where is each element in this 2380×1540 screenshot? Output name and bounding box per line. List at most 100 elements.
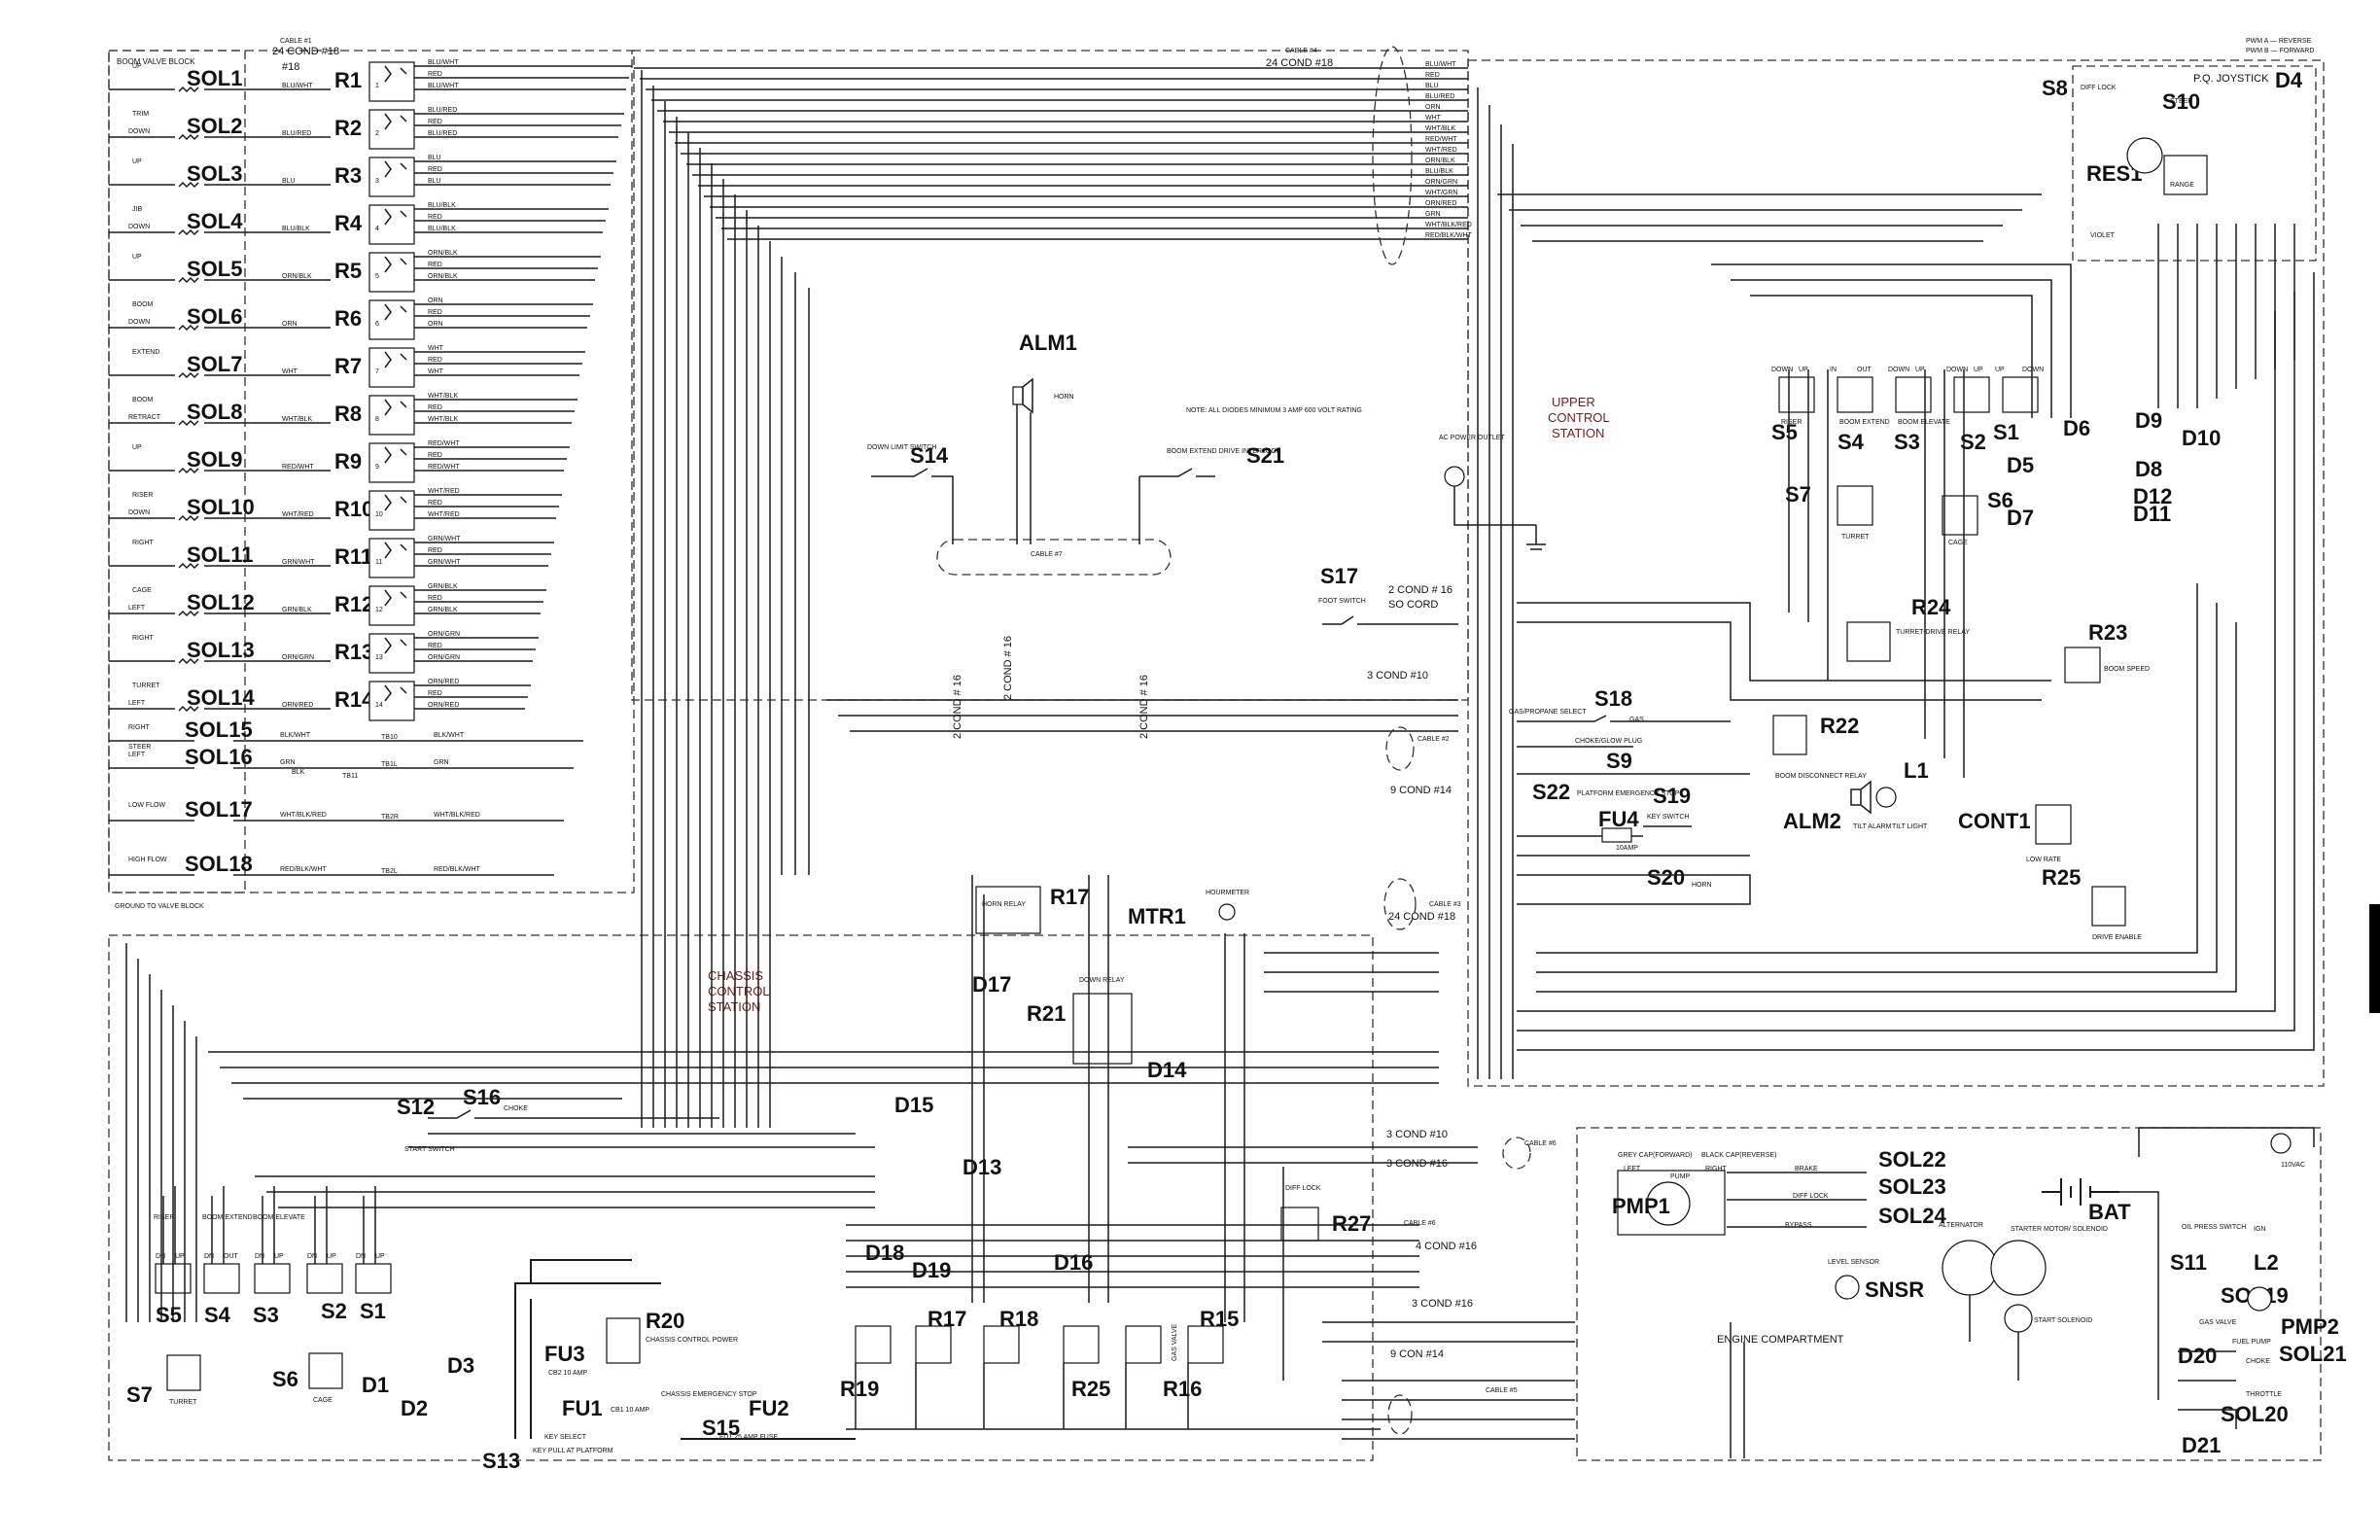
sol-out-wire: RED/BLK/WHT bbox=[434, 866, 481, 873]
relay-label: R13 bbox=[334, 640, 373, 664]
relay-box bbox=[368, 490, 415, 531]
r18-label: R18 bbox=[999, 1307, 1038, 1331]
sol-func-bottom: LEFT bbox=[128, 700, 146, 707]
res1-potentiometer bbox=[2126, 137, 2163, 174]
relay-label: R6 bbox=[334, 306, 362, 331]
turret-text-upper: TURRET bbox=[1841, 534, 1870, 541]
sol-out-wire: BLK/WHT bbox=[434, 732, 465, 739]
switch-name: BOOM ELEVATE bbox=[253, 1214, 305, 1221]
choke-text: CHOKE bbox=[504, 1105, 528, 1112]
cable2-oval bbox=[1385, 726, 1415, 771]
relay-out-wire: ORN/RED bbox=[428, 679, 459, 685]
switch-name: BOOM EXTEND bbox=[202, 1214, 253, 1221]
sol-func: HIGH FLOW bbox=[128, 857, 167, 863]
cable4-wire-label: BLU/RED bbox=[1425, 93, 1454, 100]
start-solenoid-text: START SOLENOID bbox=[2034, 1317, 2092, 1324]
switch-leads bbox=[262, 1186, 275, 1264]
relay-out-wire: BLU/WHT bbox=[428, 83, 459, 89]
sol-coil bbox=[109, 86, 253, 93]
sol-coil bbox=[109, 371, 253, 379]
edge-tab bbox=[2369, 904, 2380, 1013]
s17-switch bbox=[1322, 615, 1458, 625]
l2-label: L2 bbox=[2254, 1250, 2279, 1275]
alternator bbox=[1942, 1240, 1998, 1296]
s4u-label: S4 bbox=[1838, 430, 1865, 454]
cable4-wire-label: WHT/GRN bbox=[1425, 190, 1457, 196]
relay-box bbox=[368, 204, 415, 245]
relay-out-wire: RED bbox=[428, 643, 442, 649]
snsr-label: SNSR bbox=[1865, 1278, 1924, 1302]
gas-valve-text-eng: GAS VALVE bbox=[2199, 1319, 2237, 1326]
d5-label: D5 bbox=[2007, 453, 2034, 477]
cable3-label: CABLE #3 bbox=[1429, 901, 1461, 908]
relay-number: 2 bbox=[375, 130, 379, 137]
sol-label: SOL16 bbox=[185, 745, 253, 769]
cable4-label: CABLE #4 bbox=[1285, 48, 1317, 54]
r17b-label: R17 bbox=[928, 1307, 966, 1331]
starter-motor-text: STARTER MOTOR/ SOLENOID bbox=[2011, 1226, 2108, 1233]
relay-out-wire: RED bbox=[428, 119, 442, 125]
s6u-label: S6 bbox=[1987, 488, 2013, 512]
relay-out-wire: GRN/WHT bbox=[428, 536, 461, 542]
right-text: RIGHT bbox=[1705, 1166, 1728, 1172]
relay-out-wire: ORN bbox=[428, 321, 443, 328]
switch-pos-b: UP bbox=[175, 1253, 185, 1260]
s3l-label: S3 bbox=[253, 1303, 279, 1327]
switch-body bbox=[306, 1263, 343, 1294]
sol-func-top: UP bbox=[132, 254, 142, 261]
relay-number: 5 bbox=[375, 273, 379, 280]
sol-wire-label: WHT/BLK/RED bbox=[280, 812, 327, 819]
sol-wire-label: BLU/BLK bbox=[282, 226, 310, 232]
switch-pos-a: DOWN bbox=[1946, 367, 1968, 373]
boom-valve-block-title: BOOM VALVE BLOCK bbox=[117, 57, 195, 66]
relay-label: R2 bbox=[334, 116, 362, 140]
switch-pos-b: OUT bbox=[224, 1253, 239, 1260]
relay-out-wire: BLU/BLK bbox=[428, 202, 456, 209]
diff-lock-text-upper: DIFF LOCK bbox=[2081, 85, 2117, 91]
sol-func: RIGHT bbox=[128, 724, 151, 731]
relay-box bbox=[368, 395, 415, 436]
cont1-box bbox=[2035, 804, 2072, 845]
relay-out-wire: BLU bbox=[428, 155, 441, 161]
switch-pos-a: DN bbox=[356, 1253, 366, 1260]
cable4-wire-label: BLU/WHT bbox=[1425, 61, 1456, 68]
hourmeter-text: HOURMETER bbox=[1206, 890, 1249, 896]
sol-func-top: RIGHT bbox=[132, 635, 155, 642]
cage-text-lower: CAGE bbox=[313, 1397, 332, 1404]
pwm-b-label: PWM B — FORWARD bbox=[2246, 48, 2314, 54]
pump-text: PUMP bbox=[1670, 1173, 1691, 1180]
sol-coil bbox=[109, 467, 253, 474]
switch-body bbox=[1837, 376, 1873, 413]
switch-leads bbox=[314, 1186, 328, 1264]
sol-label: SOL15 bbox=[185, 718, 253, 742]
r25b-label: R25 bbox=[1071, 1377, 1110, 1401]
relay-out-wire: RED bbox=[428, 262, 442, 268]
relay-contacts bbox=[384, 65, 407, 83]
sol-coil bbox=[109, 562, 253, 570]
sol-label: SOL4 bbox=[187, 209, 243, 233]
sol-func-bottom: DOWN bbox=[128, 128, 150, 135]
s5l-label: S5 bbox=[156, 1303, 182, 1327]
fu4-fuse bbox=[1601, 827, 1632, 843]
s21-switch bbox=[1138, 468, 1215, 544]
relay-out-wire: RED/WHT bbox=[428, 464, 460, 471]
relay-out-wire: WHT/RED bbox=[428, 511, 460, 518]
relay-out-wire: WHT/BLK bbox=[428, 416, 458, 423]
s21-label: S21 bbox=[1246, 443, 1284, 468]
relay-out-wire: GRN/BLK bbox=[428, 583, 458, 590]
sol-label: SOL2 bbox=[187, 114, 242, 138]
relay-contacts bbox=[384, 589, 407, 607]
relay-number: 6 bbox=[375, 321, 379, 328]
r22-label: R22 bbox=[1820, 714, 1859, 738]
cable2-label: CABLE #2 bbox=[1418, 736, 1450, 743]
